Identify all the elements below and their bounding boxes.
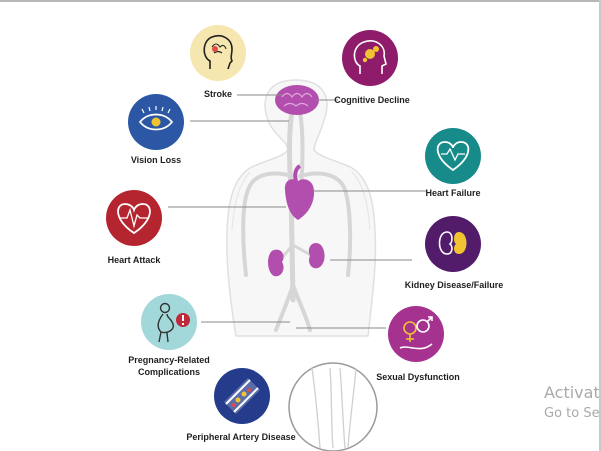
heart-organ [284, 164, 315, 220]
pregnancy-label-line1: Pregnancy-Related [128, 355, 210, 365]
connector-lines [168, 94, 427, 329]
kidney-disease-label: Kidney Disease/Failure [404, 280, 504, 290]
head-puzzle-icon [342, 30, 398, 86]
kidneys-organ [268, 243, 325, 277]
activation-watermark-line2: Go to Se [544, 406, 600, 421]
frame-top-border [0, 0, 601, 2]
artery-network [241, 109, 353, 332]
legs-inset [288, 362, 378, 451]
artery-plaque-icon [214, 368, 270, 424]
heart-attack-label: Heart Attack [107, 255, 161, 265]
sexual-dysfunction-label: Sexual Dysfunction [376, 372, 460, 382]
brain-head-icon [190, 25, 246, 81]
eye-icon [128, 94, 184, 150]
activation-watermark-line1: Activat [544, 383, 600, 402]
pregnant-woman-icon [141, 294, 197, 350]
heart-failure-label: Heart Failure [425, 188, 481, 198]
stroke-label: Stroke [203, 89, 232, 99]
pregnancy-label-line2: Complications [137, 367, 200, 377]
frame-right-border [599, 0, 601, 451]
brain-organ [275, 85, 319, 115]
vision-loss-label: Vision Loss [130, 155, 182, 165]
cognitive-decline-label: Cognitive Decline [334, 95, 410, 105]
peripheral-artery-label: Peripheral Artery Disease [186, 432, 296, 442]
heart-ecg-icon [106, 190, 162, 246]
heart-pulse-icon [425, 128, 481, 184]
gender-hand-icon [388, 306, 444, 362]
kidneys-icon [425, 216, 481, 272]
